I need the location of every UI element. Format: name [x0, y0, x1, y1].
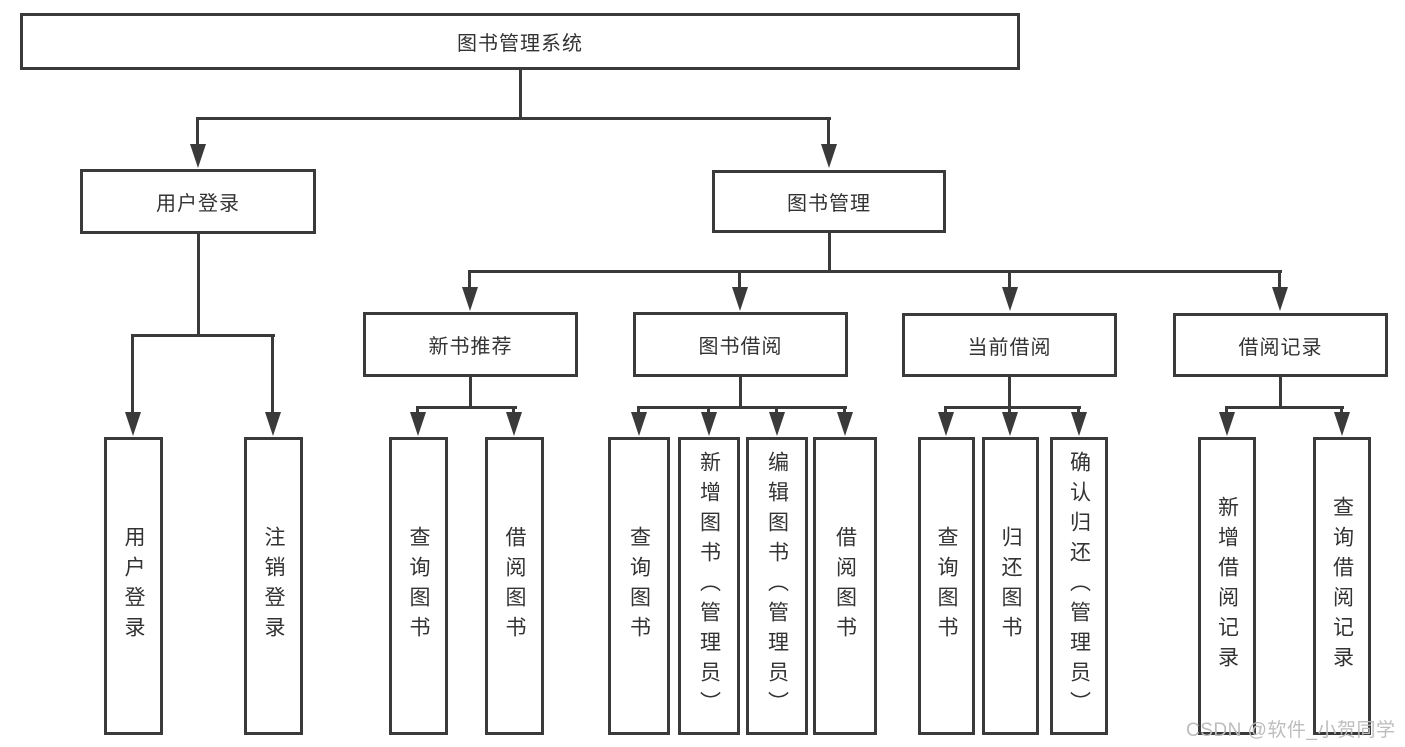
leaf-return-books-label: 归还图书 [999, 526, 1022, 646]
leaf-edit-books-admin-label: 编辑图书（管理员） [765, 451, 789, 721]
leaf-query-books-current: 查询图书 [918, 437, 975, 735]
leaf-add-books-admin-label: 新增图书（管理员） [697, 451, 721, 721]
leaf-edit-books-admin: 编辑图书（管理员） [746, 437, 808, 735]
connector-book-borrow-rail [637, 406, 847, 409]
connector-root-rail [197, 117, 831, 120]
arrow-down-icon [1219, 406, 1235, 436]
node-book-borrowing-label: 图书借阅 [698, 336, 783, 358]
connector-current-borrow-rail [944, 406, 1081, 409]
leaf-add-books-admin: 新增图书（管理员） [678, 437, 740, 735]
leaf-confirm-return-admin-label: 确认归还（管理员） [1067, 451, 1091, 721]
arrow-down-icon [821, 117, 837, 168]
connector-user-login-stem [197, 232, 200, 336]
csdn-watermark: CSDN @软件_小贺同学 [1186, 720, 1396, 741]
leaf-query-books-recommend-label: 查询图书 [407, 526, 430, 646]
arrow-down-icon [1002, 406, 1018, 436]
leaf-borrow-books-recommend: 借阅图书 [485, 437, 544, 735]
node-root-label: 图书管理系统 [457, 33, 583, 55]
leaf-logout-label: 注销登录 [262, 526, 285, 646]
node-new-book-recommend: 新书推荐 [363, 312, 578, 377]
leaf-query-books-borrowing: 查询图书 [608, 437, 670, 735]
arrow-down-icon [732, 270, 748, 311]
arrow-down-icon [1272, 270, 1288, 311]
arrow-down-icon [769, 406, 785, 436]
arrow-down-icon [506, 406, 522, 436]
leaf-borrow-books-label: 借阅图书 [833, 526, 857, 646]
arrow-down-icon [190, 117, 206, 168]
arrow-down-icon [462, 270, 478, 311]
arrow-down-icon [1002, 270, 1018, 311]
arrow-down-icon [701, 406, 717, 436]
connector-book-mgmt-stem [828, 231, 831, 272]
connector-new-book-rail [417, 406, 517, 409]
connector-book-borrow-stem [739, 375, 742, 408]
connector-borrow-records-rail [1225, 406, 1344, 409]
connector-root-stem [519, 70, 522, 118]
node-user-login: 用户登录 [80, 169, 316, 234]
leaf-borrow-books: 借阅图书 [813, 437, 877, 735]
leaf-add-borrow-record: 新增借阅记录 [1198, 437, 1256, 735]
node-book-management: 图书管理 [712, 170, 946, 233]
node-book-management-label: 图书管理 [787, 193, 871, 215]
arrow-down-icon [938, 406, 954, 436]
arrow-down-icon [1334, 406, 1350, 436]
leaf-return-books: 归还图书 [982, 437, 1039, 735]
arrow-down-icon [1071, 406, 1087, 436]
node-user-login-label: 用户登录 [156, 193, 240, 215]
node-current-borrowing: 当前借阅 [902, 313, 1117, 377]
leaf-query-borrow-record-label: 查询借阅记录 [1330, 496, 1354, 676]
leaf-query-borrow-record: 查询借阅记录 [1313, 437, 1371, 735]
leaf-logout: 注销登录 [244, 437, 303, 735]
leaf-user-login-label: 用户登录 [122, 526, 145, 646]
leaf-borrow-books-recommend-label: 借阅图书 [503, 526, 526, 646]
leaf-query-books-recommend: 查询图书 [389, 437, 448, 735]
arrow-down-icon [125, 334, 141, 436]
connector-current-borrow-stem [1008, 375, 1011, 408]
connector-book-mgmt-rail [469, 270, 1282, 273]
connector-borrow-records-stem [1279, 375, 1282, 408]
arrow-down-icon [265, 334, 281, 436]
arrow-down-icon [631, 406, 647, 436]
leaf-user-login: 用户登录 [104, 437, 163, 735]
arrow-down-icon [837, 406, 853, 436]
leaf-query-books-current-label: 查询图书 [935, 526, 958, 646]
leaf-add-borrow-record-label: 新增借阅记录 [1215, 496, 1239, 676]
connector-new-book-stem [469, 375, 472, 408]
node-borrow-records-label: 借阅记录 [1238, 336, 1323, 359]
arrow-down-icon [410, 406, 426, 436]
node-new-book-recommend-label: 新书推荐 [428, 336, 513, 358]
node-current-borrowing-label: 当前借阅 [967, 336, 1052, 359]
connector-user-login-rail [132, 334, 275, 337]
leaf-query-books-borrowing-label: 查询图书 [627, 526, 651, 646]
node-root: 图书管理系统 [20, 13, 1020, 70]
node-book-borrowing: 图书借阅 [633, 312, 848, 377]
leaf-confirm-return-admin: 确认归还（管理员） [1050, 437, 1108, 735]
node-borrow-records: 借阅记录 [1173, 313, 1388, 377]
